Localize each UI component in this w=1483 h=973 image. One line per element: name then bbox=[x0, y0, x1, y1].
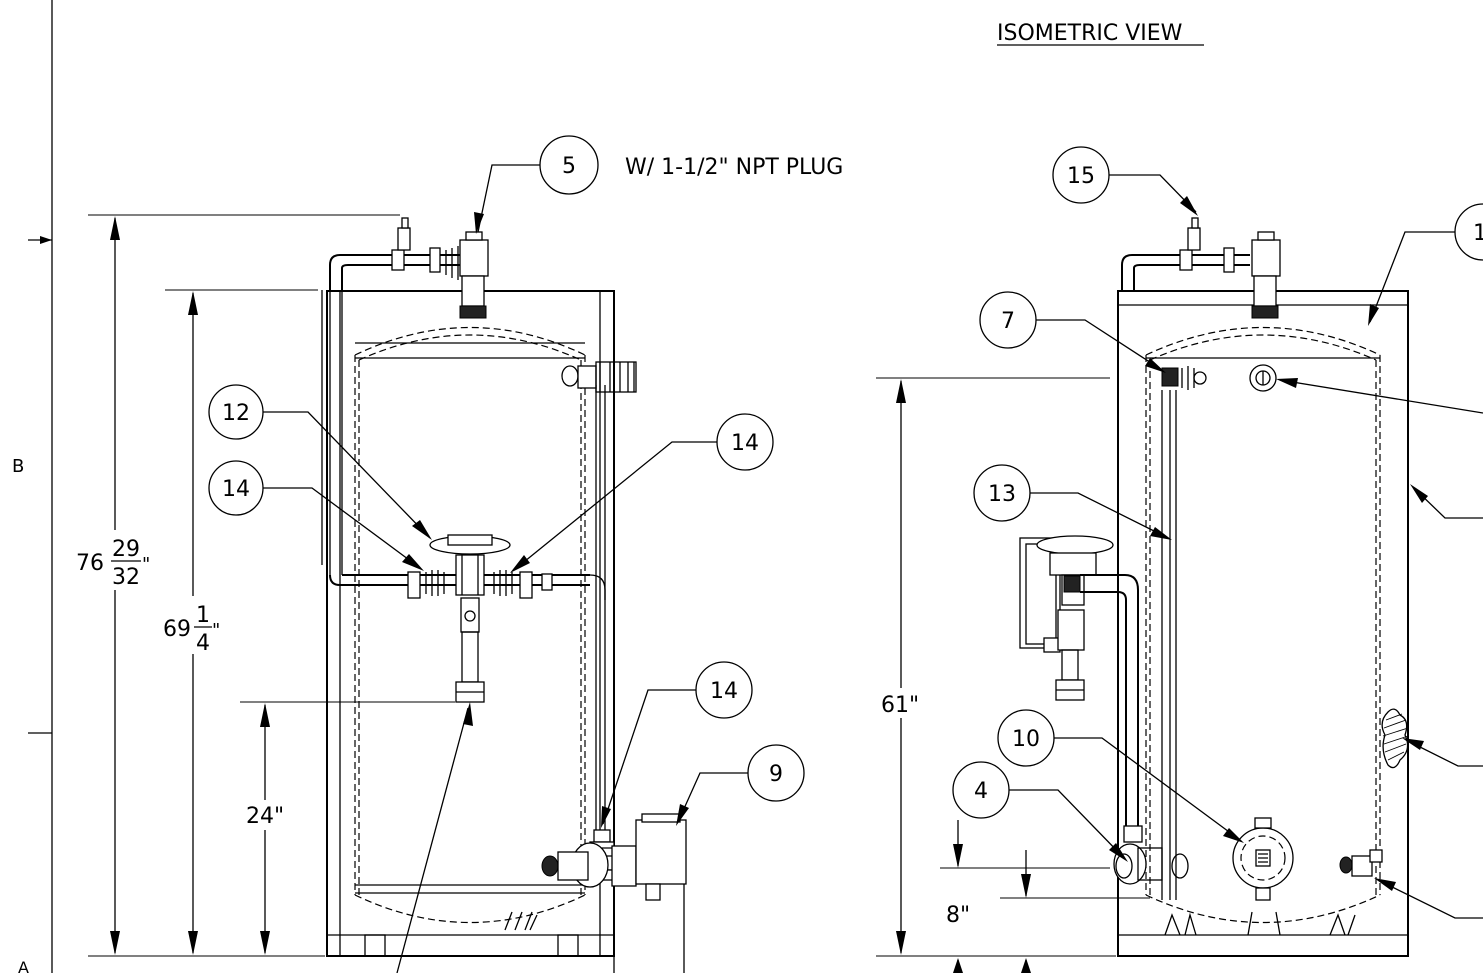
dim-shell-den: 4 bbox=[196, 631, 210, 656]
balloon-7: 7 bbox=[979, 291, 1037, 349]
svg-text:9: 9 bbox=[769, 762, 783, 787]
balloon-4: 4 bbox=[952, 761, 1010, 819]
dim-right-height: 61" bbox=[881, 693, 919, 718]
balloon-15: 15 bbox=[1052, 146, 1110, 204]
note-item5-plug: W/ 1-1/2" NPT PLUG bbox=[625, 155, 843, 180]
svg-text:10: 10 bbox=[1012, 727, 1040, 752]
dim-overall-whole: 76 bbox=[76, 551, 104, 576]
balloon-9: 9 bbox=[747, 744, 805, 802]
front-view-tank bbox=[321, 217, 687, 973]
iso-view-callouts bbox=[1009, 174, 1483, 919]
balloon-12: 12 bbox=[208, 384, 264, 440]
svg-text:7: 7 bbox=[1001, 309, 1015, 334]
dim-overall-den: 32 bbox=[112, 565, 140, 590]
dim-overall-num: 29 bbox=[112, 537, 140, 562]
svg-text:14: 14 bbox=[731, 431, 759, 456]
svg-text:1: 1 bbox=[1473, 221, 1483, 246]
balloon-14-lower: 14 bbox=[695, 661, 753, 719]
balloon-14-right: 14 bbox=[716, 413, 774, 471]
sheet-border bbox=[28, 0, 53, 973]
dim-overall-unit: " bbox=[142, 554, 150, 575]
svg-text:15: 15 bbox=[1067, 164, 1095, 189]
dim-shell-unit: " bbox=[212, 620, 220, 641]
svg-text:14: 14 bbox=[710, 679, 738, 704]
balloon-13: 13 bbox=[973, 464, 1031, 522]
dim-right-low: 8" bbox=[946, 903, 970, 928]
zone-letter-b: B bbox=[12, 456, 24, 477]
balloon-14-left: 14 bbox=[208, 460, 264, 516]
dim-shell-whole: 69 bbox=[163, 617, 191, 642]
front-view-callouts bbox=[262, 164, 748, 973]
dim-inlet-height: 24" bbox=[246, 804, 284, 829]
dim-shell-num: 1 bbox=[196, 603, 210, 628]
balloon-1: 1 bbox=[1454, 203, 1483, 261]
view-title: ISOMETRIC VIEW bbox=[997, 21, 1183, 46]
balloon-10: 10 bbox=[997, 709, 1055, 767]
svg-text:13: 13 bbox=[988, 482, 1016, 507]
svg-text:14: 14 bbox=[222, 477, 250, 502]
balloon-5: 5 bbox=[539, 135, 599, 195]
iso-view-tank bbox=[1019, 217, 1409, 957]
svg-text:4: 4 bbox=[974, 779, 988, 804]
zone-letter-a: A bbox=[18, 958, 29, 973]
front-view-dimensions bbox=[88, 214, 455, 957]
svg-text:12: 12 bbox=[222, 401, 250, 426]
iso-view-dimensions bbox=[876, 377, 1150, 973]
svg-text:5: 5 bbox=[562, 154, 576, 179]
